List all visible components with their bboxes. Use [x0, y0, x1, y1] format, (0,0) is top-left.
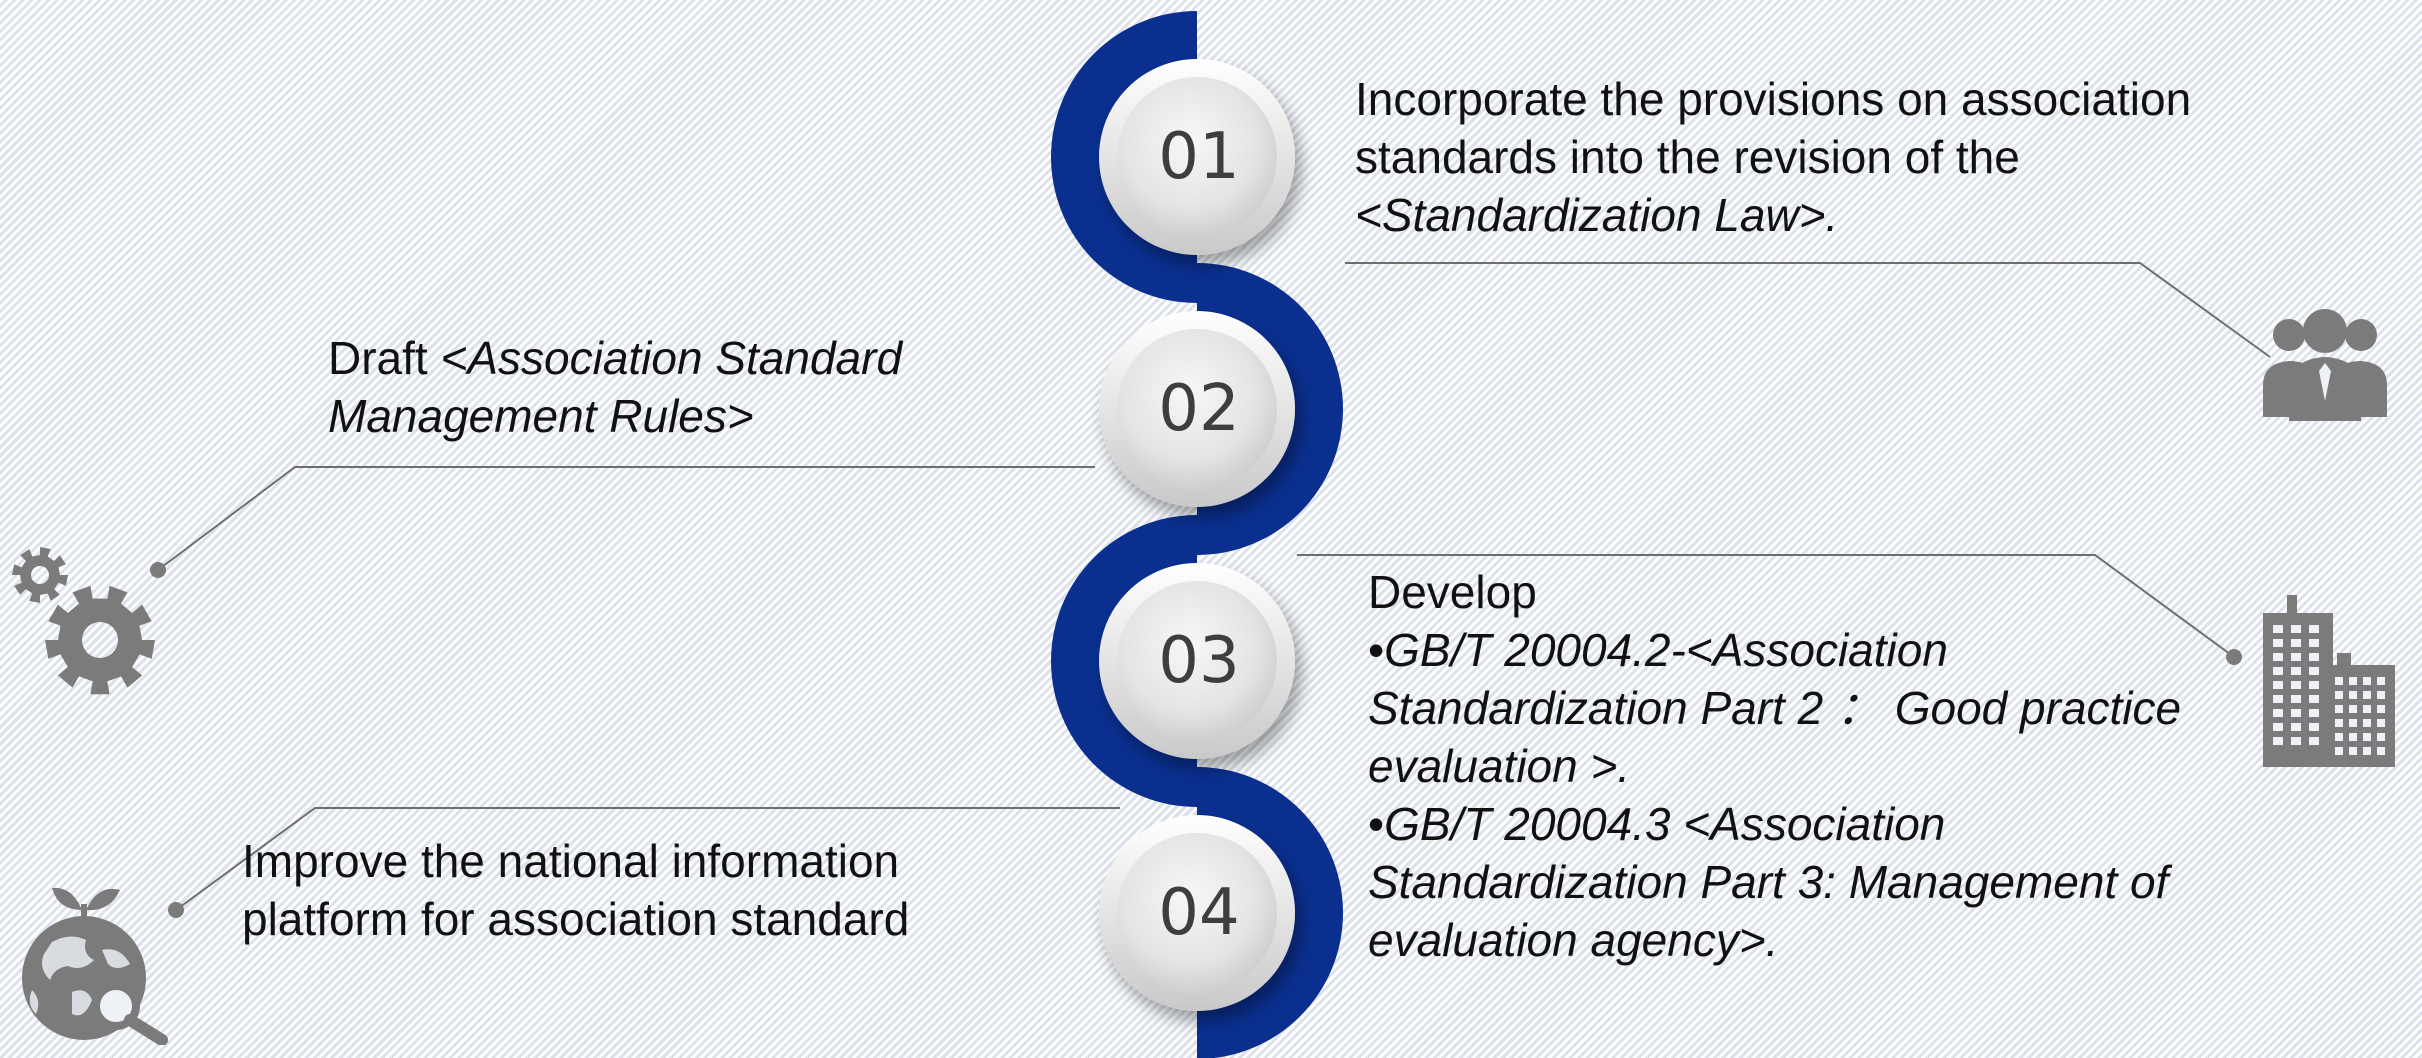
step-01-text: Incorporate the provisions on associatio…	[1355, 73, 2192, 241]
connector-02	[157, 466, 1095, 571]
s-ribbon	[1051, 11, 1343, 1058]
connector-01	[1345, 262, 2271, 358]
step-03-line-3: •GB/T 20004.3 <Association Standardizati…	[1368, 798, 2169, 966]
step-02-text: Draft <Association Standard Management R…	[328, 332, 903, 442]
connector-dot-04	[168, 902, 184, 918]
globe-search-icon	[22, 887, 168, 1045]
step-number-02: 02	[1158, 372, 1240, 446]
step-03-line-2: •GB/T 20004.2-<Association Standardizati…	[1368, 624, 2182, 792]
connector-03	[1297, 554, 2235, 658]
step-03-text: Develop •GB/T 20004.2-<Association Stand…	[1368, 563, 2188, 969]
ribbon-segment-1	[1051, 11, 1197, 303]
step-discs	[1099, 59, 1295, 1011]
gears-icon	[12, 547, 155, 695]
connector-dot-03	[2226, 649, 2242, 665]
buildings-icon	[2263, 595, 2395, 767]
connector-dot-02	[150, 562, 166, 578]
connector-04	[175, 807, 1120, 911]
step-number-01: 01	[1158, 120, 1240, 194]
step-number-03: 03	[1158, 624, 1240, 698]
step-04-text: Improve the national information platfor…	[242, 835, 910, 945]
connector-lines	[157, 262, 2271, 911]
step-disc-03	[1099, 563, 1295, 759]
step-03-line-1: Develop	[1368, 566, 1537, 618]
step-disc-01	[1099, 59, 1295, 255]
ribbon-segment-4	[1197, 767, 1343, 1058]
step-disc-02	[1099, 311, 1295, 507]
step-number-04: 04	[1158, 876, 1240, 950]
ribbon-segment-3	[1051, 515, 1197, 807]
step-disc-04	[1099, 815, 1295, 1011]
ribbon-segment-2	[1197, 263, 1343, 555]
people-group-icon	[2263, 309, 2387, 421]
